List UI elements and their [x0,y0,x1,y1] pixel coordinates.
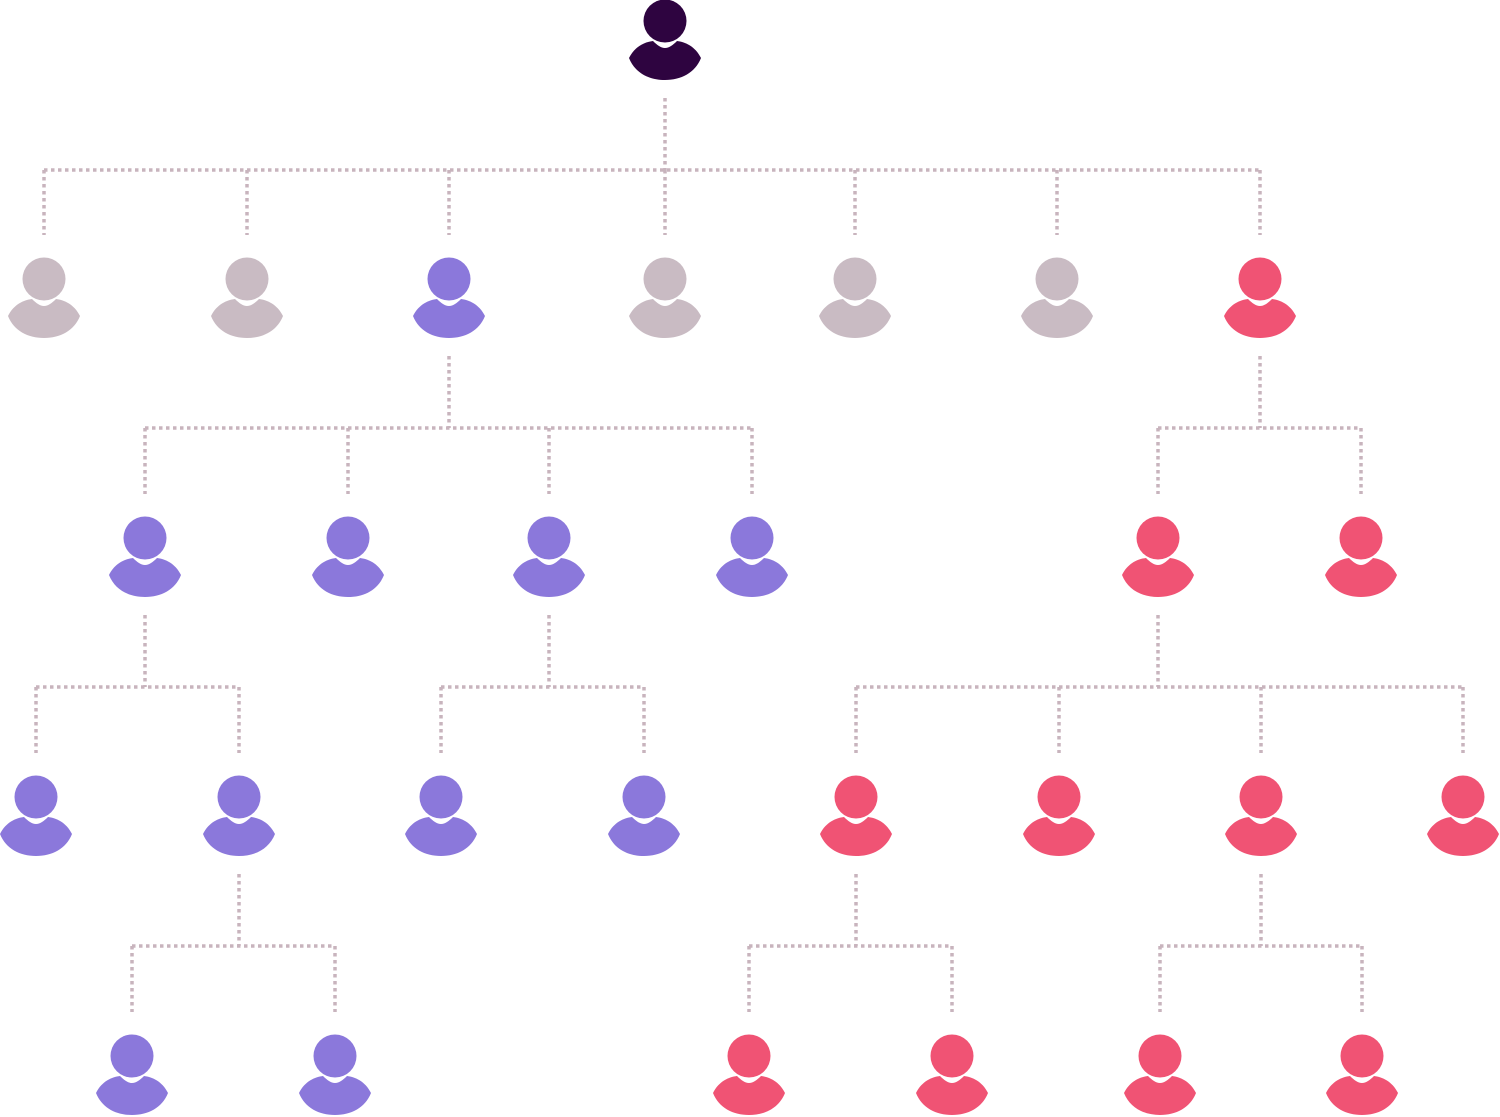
person-head [1441,775,1485,819]
person-icon [608,775,680,856]
person-body [211,299,283,338]
person-icon [413,257,485,338]
person-icon [820,775,892,856]
person-head [1035,257,1079,301]
person-head [727,1034,771,1078]
person-body [203,817,275,856]
person-head [1339,516,1383,560]
connector-layer [34,98,1465,1012]
person-body [1023,817,1095,856]
person-head [527,516,571,560]
person-body [1326,1076,1398,1115]
person-body [916,1076,988,1115]
person-icon [0,775,72,856]
person-body [629,299,701,338]
person-head [833,257,877,301]
person-head [1239,775,1283,819]
person-body [1225,817,1297,856]
person-head [622,775,666,819]
person-icon [203,775,275,856]
person-head [834,775,878,819]
person-icon [1224,257,1296,338]
person-icon [1023,775,1095,856]
person-body [629,41,701,80]
person-head [313,1034,357,1078]
person-head [217,775,261,819]
person-icon [1427,775,1499,856]
person-body [716,558,788,597]
person-body [820,817,892,856]
person-icon [405,775,477,856]
person-body [1124,1076,1196,1115]
person-icon [109,516,181,597]
person-body [1325,558,1397,597]
person-body [513,558,585,597]
person-head [730,516,774,560]
person-icon [629,257,701,338]
person-icon [299,1034,371,1115]
person-head [643,0,687,43]
person-body [608,817,680,856]
person-body [405,817,477,856]
person-head [110,1034,154,1078]
person-icon [96,1034,168,1115]
person-icon [629,0,701,80]
person-icon [1124,1034,1196,1115]
person-icon [1325,516,1397,597]
person-body [1224,299,1296,338]
person-body [713,1076,785,1115]
person-body [0,817,72,856]
person-head [1136,516,1180,560]
person-icon [1225,775,1297,856]
person-head [1238,257,1282,301]
person-body [1122,558,1194,597]
person-icon [713,1034,785,1115]
person-icon [211,257,283,338]
person-body [312,558,384,597]
person-icon [8,257,80,338]
person-head [1340,1034,1384,1078]
person-icon [312,516,384,597]
person-head [643,257,687,301]
person-body [1021,299,1093,338]
person-body [96,1076,168,1115]
person-icon [716,516,788,597]
person-icon [916,1034,988,1115]
person-body [8,299,80,338]
person-body [299,1076,371,1115]
person-body [819,299,891,338]
person-head [22,257,66,301]
person-head [123,516,167,560]
person-icon [819,257,891,338]
person-head [1037,775,1081,819]
person-body [413,299,485,338]
person-head [419,775,463,819]
person-head [930,1034,974,1078]
person-head [326,516,370,560]
person-body [1427,817,1499,856]
person-head [1138,1034,1182,1078]
person-icon [1122,516,1194,597]
person-icon [513,516,585,597]
person-icon [1021,257,1093,338]
person-icon [1326,1034,1398,1115]
person-body [109,558,181,597]
person-head [427,257,471,301]
person-head [14,775,58,819]
person-head [225,257,269,301]
